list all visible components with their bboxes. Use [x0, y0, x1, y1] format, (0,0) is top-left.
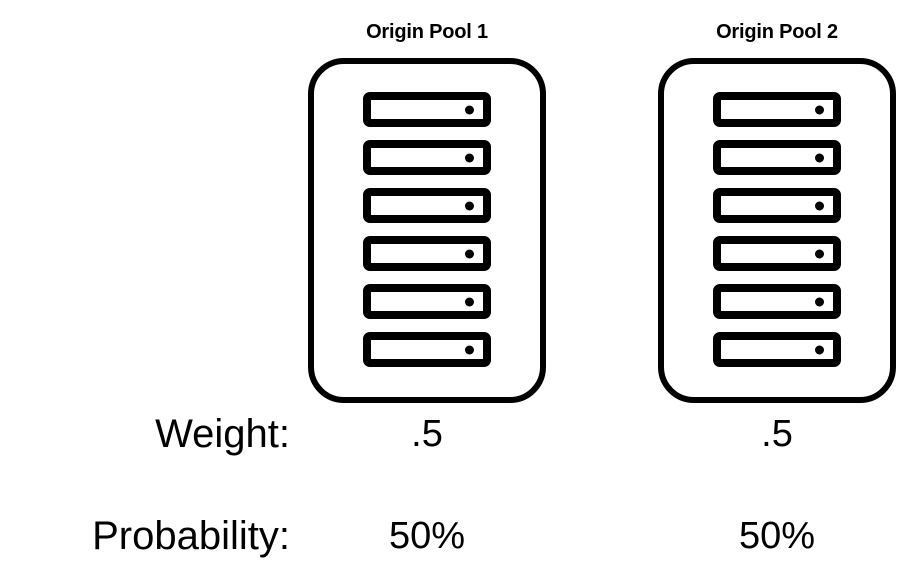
server-icon: [363, 236, 491, 271]
server-icon: [363, 188, 491, 223]
origin-pool-2: Origin Pool 2: [658, 0, 896, 410]
origin-pool-1-container: [308, 58, 546, 403]
status-led-icon: [815, 153, 824, 162]
status-led-icon: [465, 105, 474, 114]
weight-row: Weight: .5 .5: [0, 404, 910, 464]
status-led-icon: [465, 297, 474, 306]
status-led-icon: [815, 105, 824, 114]
origin-pool-2-probability-value: 50%: [738, 515, 816, 557]
server-icon: [713, 188, 841, 223]
origin-pool-2-title: Origin Pool 2: [716, 21, 838, 43]
server-icon: [713, 284, 841, 319]
server-icon: [713, 92, 841, 127]
origin-pool-2-server-stack: [664, 92, 890, 367]
status-led-icon: [815, 345, 824, 354]
origin-pool-1-title: Origin Pool 1: [366, 21, 488, 43]
origin-pool-1-probability-value: 50%: [388, 515, 466, 557]
probability-row-label: Probability:: [92, 514, 290, 558]
status-led-icon: [815, 201, 824, 210]
server-icon: [713, 332, 841, 367]
status-led-icon: [465, 201, 474, 210]
server-icon: [713, 140, 841, 175]
origin-pool-1-weight-value: .5: [411, 413, 443, 455]
origin-pool-1-server-stack: [314, 92, 540, 367]
status-led-icon: [465, 345, 474, 354]
probability-row: Probability: 50% 50%: [0, 506, 910, 566]
weight-row-label: Weight:: [155, 412, 290, 456]
status-led-icon: [465, 153, 474, 162]
server-icon: [713, 236, 841, 271]
server-icon: [363, 284, 491, 319]
server-icon: [363, 92, 491, 127]
status-led-icon: [815, 297, 824, 306]
server-icon: [363, 140, 491, 175]
origin-pool-2-container: [658, 58, 896, 403]
origin-pool-1: Origin Pool 1: [308, 0, 546, 410]
server-icon: [363, 332, 491, 367]
status-led-icon: [815, 249, 824, 258]
status-led-icon: [465, 249, 474, 258]
origin-pool-2-weight-value: .5: [761, 413, 793, 455]
